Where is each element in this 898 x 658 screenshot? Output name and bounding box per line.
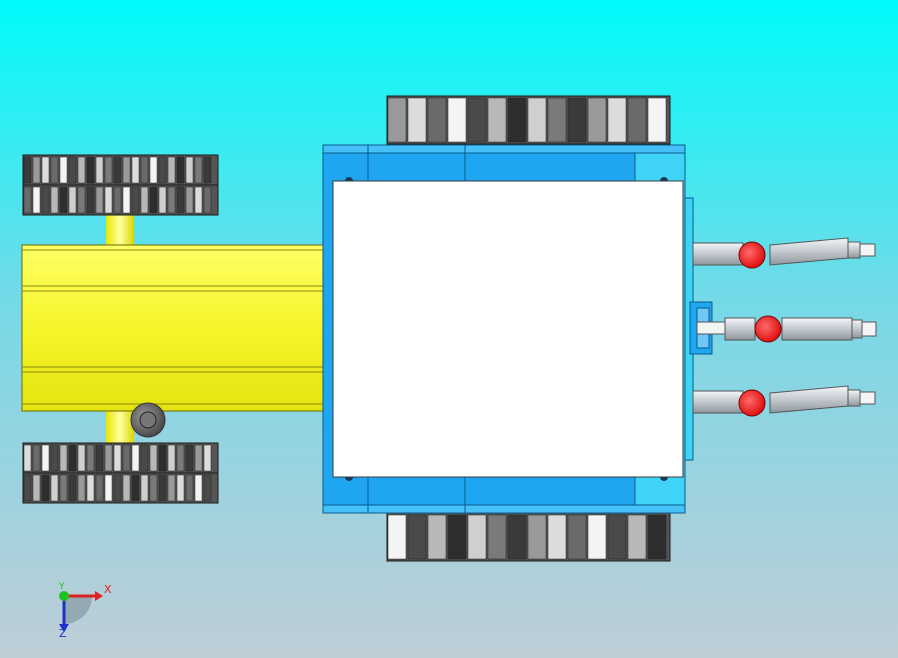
front-axle-top (106, 212, 134, 248)
white-cover-panel (332, 180, 684, 478)
nozzle-tube-2 (696, 315, 877, 343)
x-axis-label: X (104, 583, 112, 596)
main-track-bottom (386, 512, 671, 562)
nozzle-tube-3 (692, 385, 876, 417)
pivot-boss (130, 402, 166, 438)
yellow-arm (21, 244, 343, 412)
z-axis-label: Z (59, 627, 67, 640)
main-track-top (386, 95, 671, 145)
front-axle-bottom (106, 408, 134, 446)
nozzle-tube-1 (692, 237, 876, 269)
y-axis-dot (59, 591, 69, 601)
coordinate-triad (59, 591, 103, 632)
y-axis-label: Y (59, 582, 65, 592)
front-wheel-top (22, 154, 219, 216)
front-wheel-bottom (22, 442, 219, 504)
